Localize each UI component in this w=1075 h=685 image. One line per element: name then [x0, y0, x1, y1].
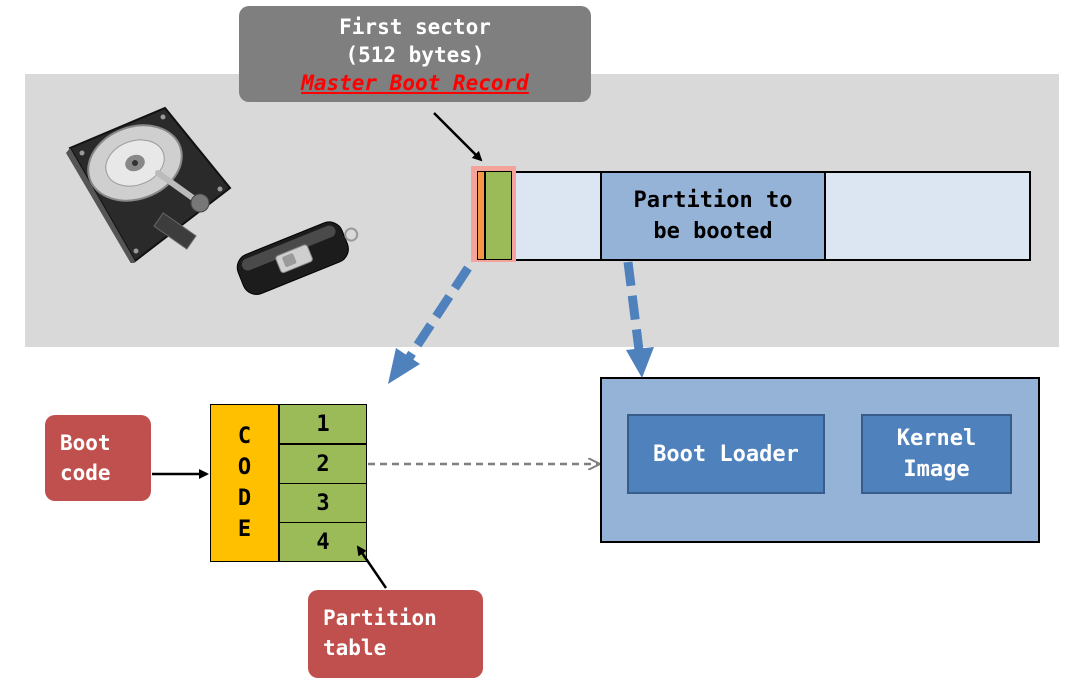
code-letter: E	[237, 517, 252, 542]
code-letter: O	[237, 455, 252, 480]
boot-loader-text: Boot Loader	[653, 441, 799, 467]
boot-code-label: Boot code	[45, 415, 151, 501]
code-letter: C	[237, 424, 252, 449]
partition-table-line1: Partition	[323, 606, 437, 630]
mbr-boot-code-segment	[477, 171, 485, 260]
kernel-line1: Kernel	[896, 426, 977, 451]
usb-flash-drive-icon	[236, 221, 359, 295]
partition-label-line1: Partition to	[633, 188, 793, 213]
master-boot-record-label: Master Boot Record	[301, 71, 529, 95]
partition-to-be-booted: Partition to be booted	[600, 171, 826, 261]
partition-entry-3: 3	[279, 483, 367, 523]
callout-first-sector-text: First sector	[339, 15, 491, 39]
partition-table-label: Partition table	[308, 590, 483, 678]
callout-size-text: (512 bytes)	[345, 43, 485, 67]
mbr-code-block: C O D E	[210, 404, 279, 562]
boot-code-line2: code	[60, 461, 111, 485]
first-sector-callout: First sector (512 bytes) Master Boot Rec…	[239, 6, 591, 102]
partition-entry-1: 1	[279, 404, 367, 444]
hard-disk-drive-icon	[66, 106, 232, 263]
mbr-partition-table-segment	[485, 171, 512, 260]
boot-code-line1: Boot	[60, 431, 111, 455]
code-letter: D	[237, 486, 252, 511]
boot-loader-box: Boot Loader	[627, 414, 825, 494]
kernel-image-box: Kernel Image	[861, 414, 1012, 494]
partition-entry-4: 4	[279, 522, 367, 562]
partition-label-line2: be booted	[653, 219, 773, 244]
partition-table-line2: table	[323, 636, 387, 660]
partition-entry-2: 2	[279, 444, 367, 484]
kernel-line2: Image	[903, 457, 970, 482]
